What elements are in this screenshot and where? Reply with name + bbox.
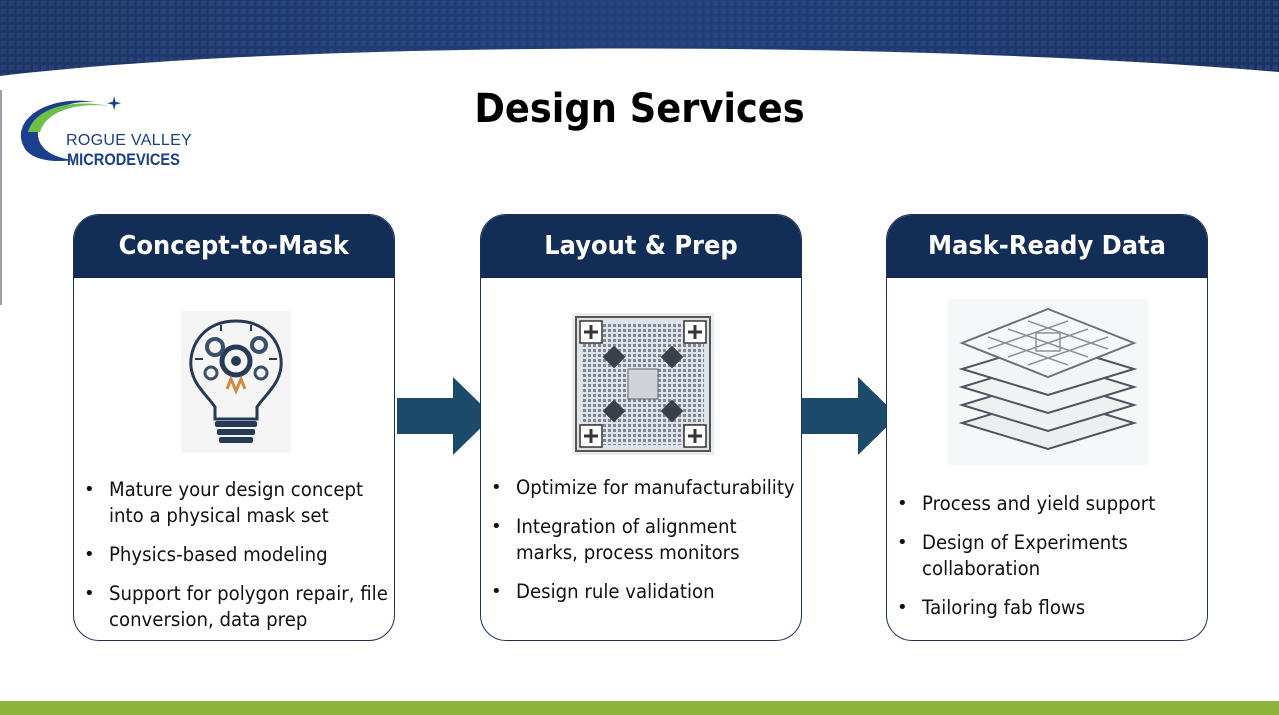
bullet-list: Optimize for manufacturability Integrati… bbox=[481, 475, 796, 618]
card-title: Concept-to-Mask bbox=[118, 231, 350, 261]
page-title: Design Services bbox=[474, 86, 805, 132]
arrow-right-icon bbox=[802, 377, 898, 455]
logo-line-2: MICRODEVICES bbox=[67, 150, 180, 169]
logo-line-1: ROGUE VALLEY bbox=[66, 132, 193, 149]
chip-layout-icon bbox=[572, 313, 714, 455]
left-edge-line bbox=[0, 90, 2, 305]
list-item: Integration of alignment marks, process … bbox=[481, 514, 796, 566]
list-item: Design of Experiments collaboration bbox=[887, 530, 1202, 582]
list-item: Optimize for manufacturability bbox=[481, 475, 796, 501]
card-header: Mask-Ready Data bbox=[887, 215, 1207, 278]
card-header: Concept-to-Mask bbox=[74, 215, 394, 278]
card-layout-prep: Layout & Prep Optimize for manufacturabi… bbox=[480, 214, 802, 641]
card-title: Layout & Prep bbox=[544, 231, 738, 261]
list-item: Physics-based modeling bbox=[74, 542, 389, 568]
card-header: Layout & Prep bbox=[481, 215, 801, 278]
card-title: Mask-Ready Data bbox=[928, 231, 1166, 261]
company-logo: ROGUE VALLEY MICRODEVICES bbox=[14, 92, 194, 172]
lightbulb-gears-icon bbox=[181, 311, 291, 453]
footer-band bbox=[0, 701, 1279, 715]
card-mask-ready-data: Mask-Ready Data Process and yield suppor… bbox=[886, 214, 1208, 641]
bullet-list: Process and yield support Design of Expe… bbox=[887, 491, 1202, 634]
list-item: Support for polygon repair, file convers… bbox=[74, 581, 389, 633]
arrow-right-icon bbox=[397, 377, 493, 455]
list-item: Mature your design concept into a physic… bbox=[74, 477, 389, 529]
logo-swoosh-icon bbox=[20, 96, 122, 162]
list-item: Tailoring fab flows bbox=[887, 595, 1202, 621]
list-item: Process and yield support bbox=[887, 491, 1202, 517]
mask-layers-icon bbox=[948, 299, 1148, 465]
bullet-list: Mature your design concept into a physic… bbox=[74, 477, 389, 640]
card-concept-to-mask: Concept-to-Mask Mature your design conce… bbox=[73, 214, 395, 641]
list-item: Design rule validation bbox=[481, 579, 796, 605]
header-band bbox=[0, 0, 1279, 90]
